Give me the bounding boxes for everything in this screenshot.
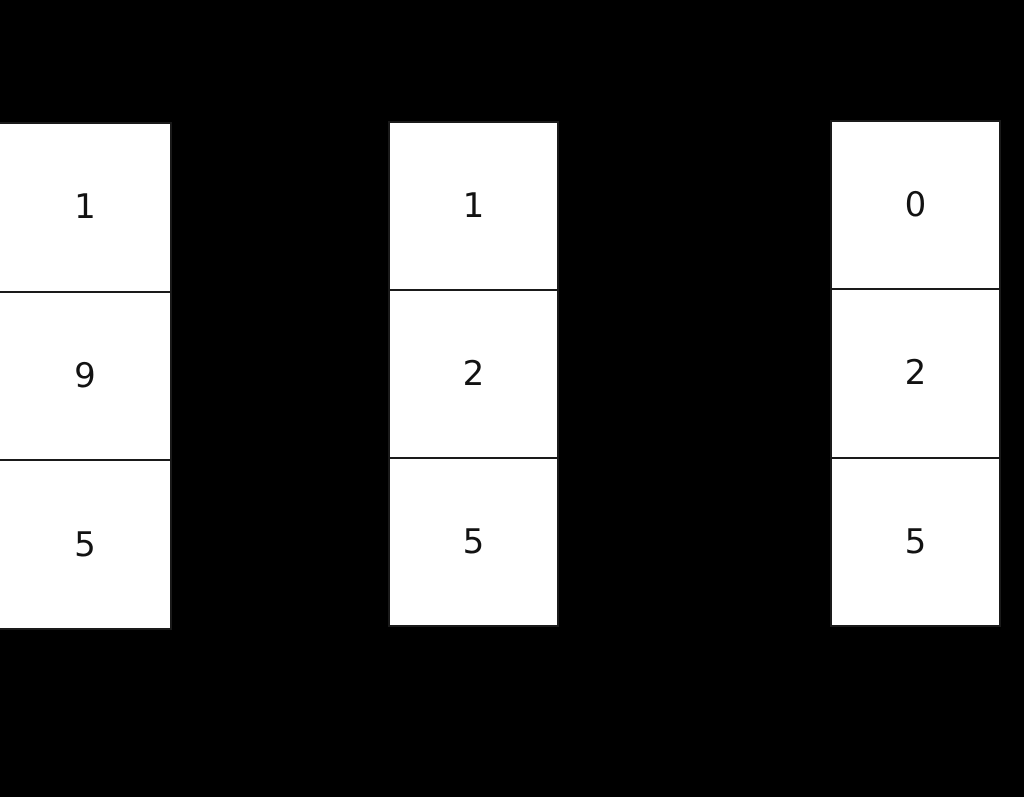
cell-value: 1 [74,187,96,228]
cell-column-1-row-2[interactable]: 9 [0,292,170,462]
cell-column-2-row-2[interactable]: 2 [390,291,557,459]
cell-column-2-row-3[interactable]: 5 [390,459,557,625]
cell-value: 5 [74,524,96,565]
cell-column-2-row-1[interactable]: 1 [390,123,557,291]
cell-column-3-row-1[interactable]: 0 [832,122,999,291]
cell-column-1-row-1[interactable]: 1 [0,124,170,293]
cell-value: 5 [904,521,927,562]
cell-column-2: 1 2 5 [388,121,559,627]
cell-value: 1 [462,186,485,226]
cell-value: 2 [462,354,485,394]
cell-value: 5 [462,522,485,562]
cell-column-3-row-3[interactable]: 5 [832,458,999,625]
cell-column-3: 0 2 5 [830,120,1001,627]
cell-value: 2 [904,353,927,394]
cell-column-1: 1 9 5 [0,122,172,630]
cell-column-3-row-2[interactable]: 2 [832,290,999,459]
cell-value: 9 [74,356,96,396]
cell-value: 0 [904,185,927,226]
cell-column-1-row-3[interactable]: 5 [0,461,170,629]
